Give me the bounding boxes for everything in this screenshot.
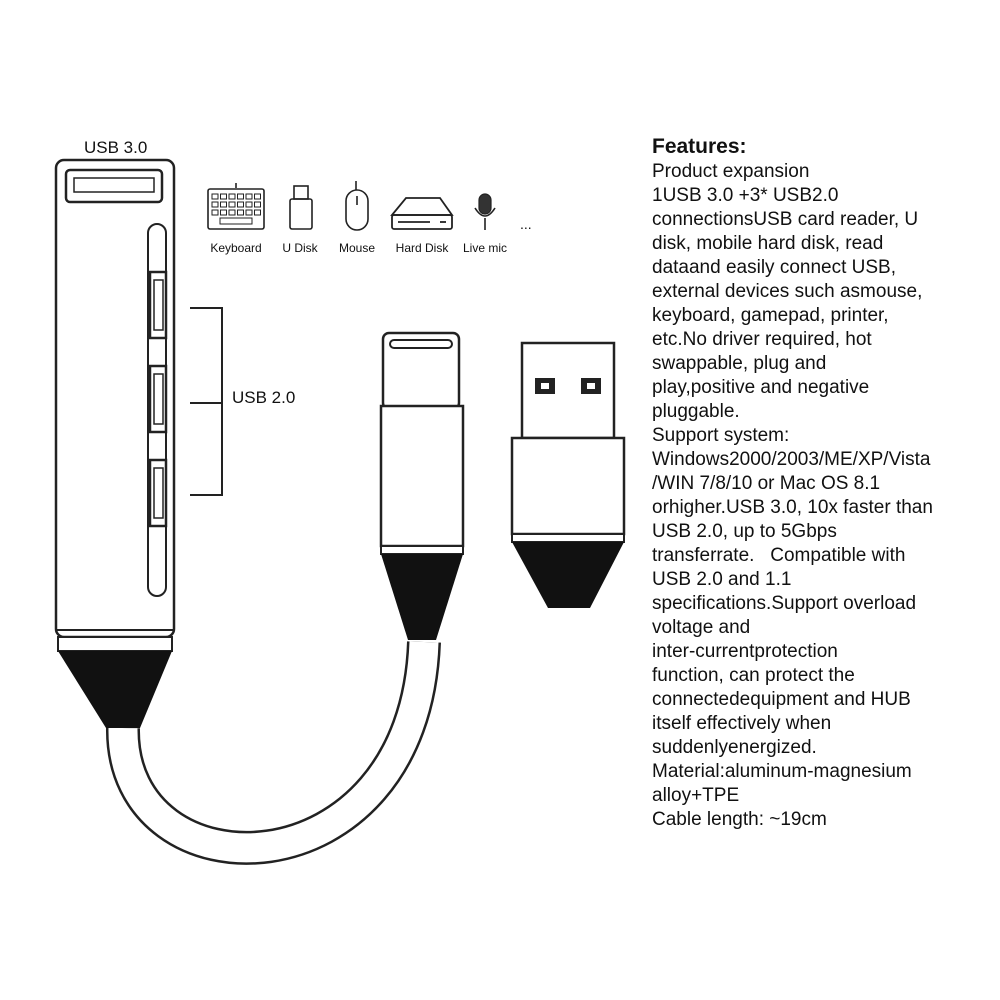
mouse-icon [345,181,369,231]
feature-line: voltage and [652,617,751,638]
feature-line: function, can protect the [652,665,855,686]
feature-line: Product expansion [652,161,810,182]
feature-line: play,positive and negative [652,377,870,398]
usb2-label: USB 2.0 [232,388,295,407]
usb2-port [148,364,168,434]
feature-line: swappable, plug and [652,353,827,374]
features-title: Features: [652,135,747,158]
device-label: Mouse [339,241,375,255]
product-diagram: USB 3.0 USB 2.0 Keyboard U Disk Mouse Ha… [54,138,626,865]
feature-line: Material:aluminum-magnesium [652,761,912,782]
feature-line: orhigher.USB 3.0, 10x faster than [652,497,933,518]
u-disk-icon [289,185,313,230]
feature-line: connectionsUSB card reader, U [652,209,919,230]
feature-line: connectedequipment and HUB [652,689,911,710]
features-text: Product expansion 1USB 3.0 +3* USB2.0 conn… [652,160,992,832]
feature-line: /WIN 7/8/10 or Mac OS 8.1 [652,473,881,494]
usb-hub [54,158,176,728]
feature-line: 1USB 3.0 +3* USB2.0 [652,185,839,206]
feature-line: specifications.Support overload [652,593,917,614]
usb-c-connector [379,331,465,640]
feature-line: keyboard, gamepad, printer, [652,305,889,326]
usb2-port [148,270,168,340]
keyboard-icon [207,183,265,230]
hard-disk-icon [390,197,454,230]
device-label: Hard Disk [396,241,450,255]
feature-line: external devices such asmouse, [652,281,923,302]
device-label: Keyboard [210,241,261,255]
usb2-bracket [190,307,223,496]
feature-line: suddenlyenergized. [652,737,817,758]
cable-inner [108,641,439,863]
feature-line: disk, mobile hard disk, read [652,233,884,254]
features-panel: Features: Product expansion 1USB 3.0 +3* … [652,134,992,832]
feature-line: transferrate. Compatible with [652,545,906,566]
feature-line: dataand easily connect USB, [652,257,896,278]
feature-line: Support system: [652,425,790,446]
feature-line: itself effectively when [652,713,832,734]
feature-line: inter-currentprotection [652,641,838,662]
device-label: Live mic [463,241,507,255]
usb-a-connector [510,341,626,608]
usb3-label: USB 3.0 [84,138,147,157]
feature-line: Windows2000/2003/ME/XP/Vista [652,449,931,470]
hub-cable-boot [58,651,172,728]
feature-line: pluggable. [652,401,740,422]
more-devices: ... [520,216,532,232]
feature-line: Cable length: ~19cm [652,809,827,830]
feature-line: USB 2.0, up to 5Gbps [652,521,837,542]
usb2-port [148,458,168,528]
feature-line: USB 2.0 and 1.1 [652,569,792,590]
microphone-icon [474,193,496,230]
feature-line: alloy+TPE [652,785,740,806]
device-label: U Disk [282,241,318,255]
feature-line: etc.No driver required, hot [652,329,872,350]
